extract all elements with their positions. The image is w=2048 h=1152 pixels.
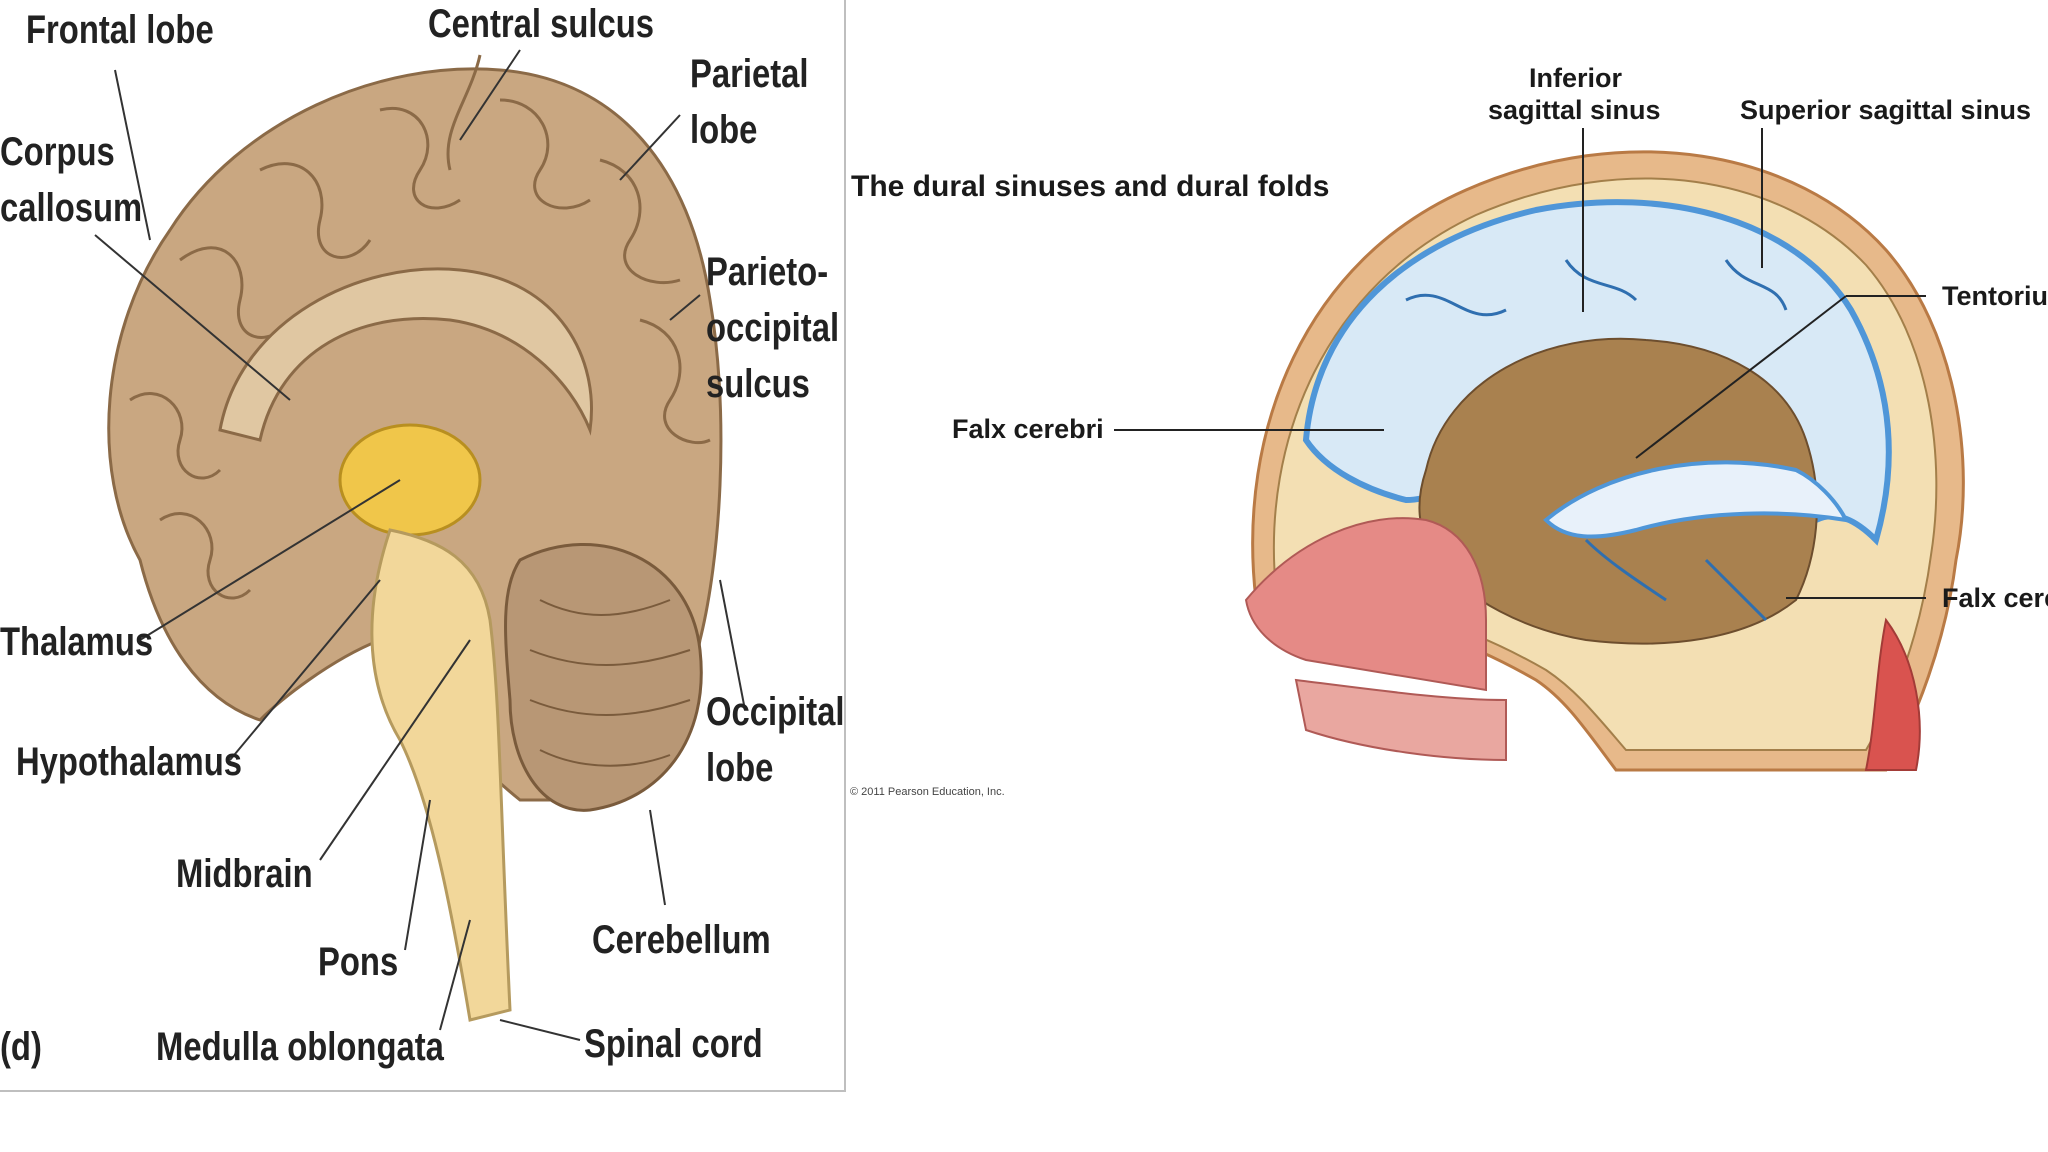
oral-cavity-shape xyxy=(1294,678,1507,762)
label-superior-sagittal-sinus: Superior sagittal sinus xyxy=(1740,95,2032,125)
nasal-cavity-shape xyxy=(1244,517,1487,692)
label-inferior-sagittal-line1: Inferior xyxy=(1529,63,1623,93)
label-midbrain: Midbrain xyxy=(176,852,313,896)
corpus-callosum-shape xyxy=(218,267,593,442)
neck-muscle-shape xyxy=(1864,617,1921,771)
panel-tag: (d) xyxy=(0,1025,42,1069)
brainstem-shape xyxy=(370,528,512,1022)
brain-sagittal-panel: Frontal lobe Central sulcus Parietal lob… xyxy=(0,0,846,1092)
label-corpus-callosum-line1: Corpus xyxy=(0,130,115,174)
cerebellum-folia xyxy=(529,599,691,767)
label-falx-cerebelli: Falx cere xyxy=(1942,583,2048,613)
label-medulla-oblongata: Medulla oblongata xyxy=(156,1025,444,1069)
gyri-lines xyxy=(129,54,711,600)
diagram-title: The dural sinuses and dural folds xyxy=(851,170,1330,203)
label-tentorium: Tentorium xyxy=(1942,281,2048,311)
label-occipital-lobe-line2: lobe xyxy=(706,746,774,790)
label-hypothalamus: Hypothalamus xyxy=(16,740,242,784)
cerebellum-shape xyxy=(504,543,703,812)
label-falx-cerebri: Falx cerebri xyxy=(952,414,1104,444)
sinus-vessels xyxy=(1405,259,1788,622)
label-cerebellum: Cerebellum xyxy=(592,918,771,962)
right-leader-lines xyxy=(1114,128,1926,599)
dural-sinuses-panel: The dural sinuses and dural folds Inferi… xyxy=(846,0,2048,1152)
brain-illustration xyxy=(94,49,746,1041)
thalamus-shape xyxy=(338,423,482,537)
label-parietal-lobe-line2: lobe xyxy=(690,108,758,152)
label-pons: Pons xyxy=(318,940,399,984)
label-parieto-occipital-line1: Parieto- xyxy=(706,250,829,294)
label-parieto-occipital-line3: sulcus xyxy=(706,362,810,406)
label-inferior-sagittal-line2: sagittal sinus xyxy=(1488,95,1661,125)
head-illustration xyxy=(1114,128,1965,772)
label-parietal-lobe-line1: Parietal xyxy=(690,52,809,96)
label-parieto-occipital-line2: occipital xyxy=(706,306,840,350)
copyright-notice: © 2011 Pearson Education, Inc. xyxy=(850,786,1005,798)
label-corpus-callosum-line2: callosum xyxy=(0,186,143,230)
tentorium-shape xyxy=(1543,460,1850,539)
label-thalamus: Thalamus xyxy=(0,620,154,664)
label-central-sulcus: Central sulcus xyxy=(428,2,655,46)
label-spinal-cord: Spinal cord xyxy=(584,1022,763,1066)
leader-lines xyxy=(94,49,746,1041)
label-occipital-lobe-line1: Occipital xyxy=(706,690,845,734)
label-frontal-lobe: Frontal lobe xyxy=(26,8,214,52)
